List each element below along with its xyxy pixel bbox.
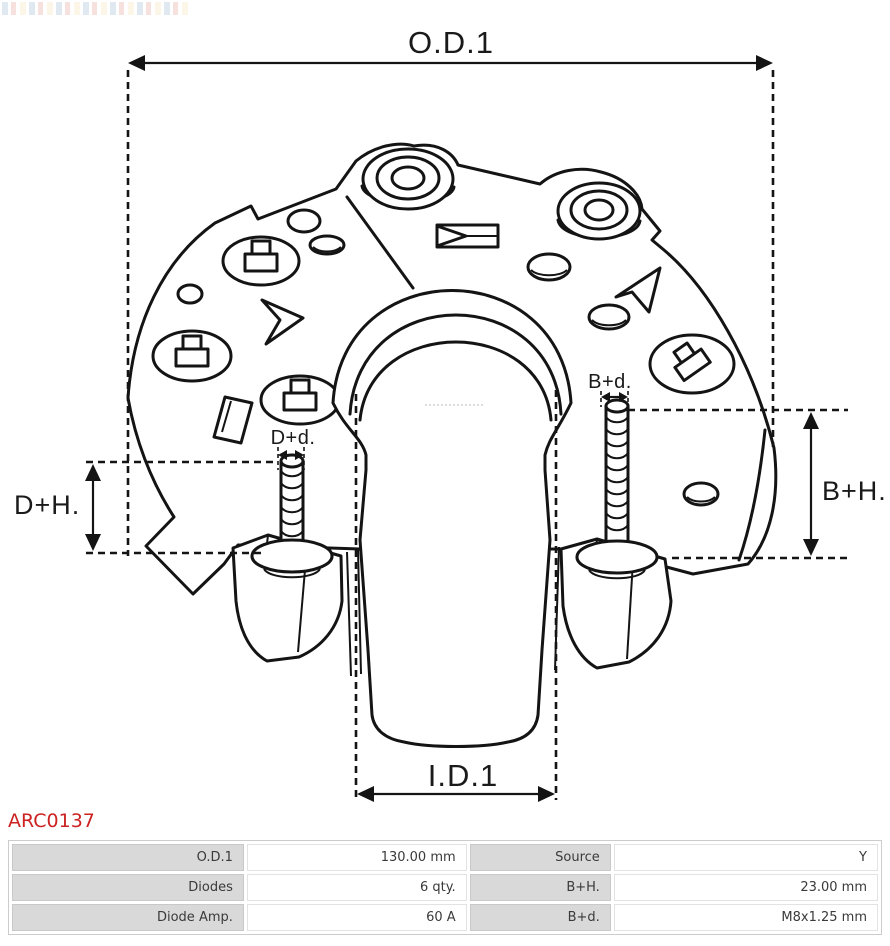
- spec-label: B+d.: [469, 904, 611, 931]
- dimension-dd: D+d.: [271, 427, 316, 470]
- slanted-slot: [212, 395, 254, 445]
- plate-crease: [345, 195, 415, 290]
- dimension-bd: B+d.: [588, 371, 632, 410]
- technical-diagram: O.D.1 B+H. D+H. D+d. B+d.: [14, 25, 887, 802]
- ring-terminal-left: [360, 147, 456, 211]
- spec-label: Diode Amp.: [12, 904, 244, 931]
- terminal-slot: [435, 223, 500, 249]
- plate-holes: [176, 208, 720, 507]
- bd-label: B+d.: [588, 371, 632, 393]
- dimension-dh: D+H.: [14, 460, 277, 555]
- ring-terminal-right: [556, 181, 642, 241]
- center-tube: [331, 289, 573, 748]
- spec-value: M8x1.25 mm: [613, 904, 878, 931]
- od1-label: O.D.1: [408, 25, 494, 60]
- id1-label: I.D.1: [428, 758, 498, 793]
- dimension-id1: I.D.1: [354, 390, 558, 802]
- stud-left: [250, 453, 334, 579]
- arrow-mark-left: [260, 298, 305, 346]
- spec-value: 60 A: [246, 904, 467, 931]
- dimension-bh: B+H.: [628, 408, 887, 560]
- arrow-mark-right: [614, 266, 662, 314]
- spec-label: B+H.: [469, 874, 611, 901]
- spec-label: Diodes: [12, 874, 244, 901]
- plate-edge-right: [737, 428, 767, 562]
- spec-row-3: Diode Amp. 60 A B+d. M8x1.25 mm: [12, 904, 878, 931]
- spec-table: O.D.1 130.00 mm Source Y Diodes 6 qty. B…: [8, 840, 882, 935]
- spec-label: O.D.1: [12, 844, 244, 871]
- spec-row-1: O.D.1 130.00 mm Source Y: [12, 844, 878, 871]
- diode-4: [648, 333, 736, 395]
- dh-label: D+H.: [14, 490, 80, 520]
- spec-value: 23.00 mm: [613, 874, 878, 901]
- spec-value: 6 qty.: [246, 874, 467, 901]
- diode-2: [151, 329, 233, 383]
- part-number-heading: ARC0137: [8, 810, 95, 832]
- stud-right: [575, 398, 659, 580]
- spec-row-2: Diodes 6 qty. B+H. 23.00 mm: [12, 874, 878, 901]
- dd-label: D+d.: [271, 427, 316, 449]
- dimension-od1: O.D.1: [126, 25, 775, 556]
- diode-1: [221, 235, 301, 287]
- spec-label: Source: [469, 844, 611, 871]
- header-watermark: [2, 2, 190, 15]
- bh-label: B+H.: [822, 476, 887, 506]
- spec-value: Y: [613, 844, 878, 871]
- diode-3: [259, 374, 341, 426]
- rectifier-plate: [126, 142, 778, 748]
- spec-value: 130.00 mm: [246, 844, 467, 871]
